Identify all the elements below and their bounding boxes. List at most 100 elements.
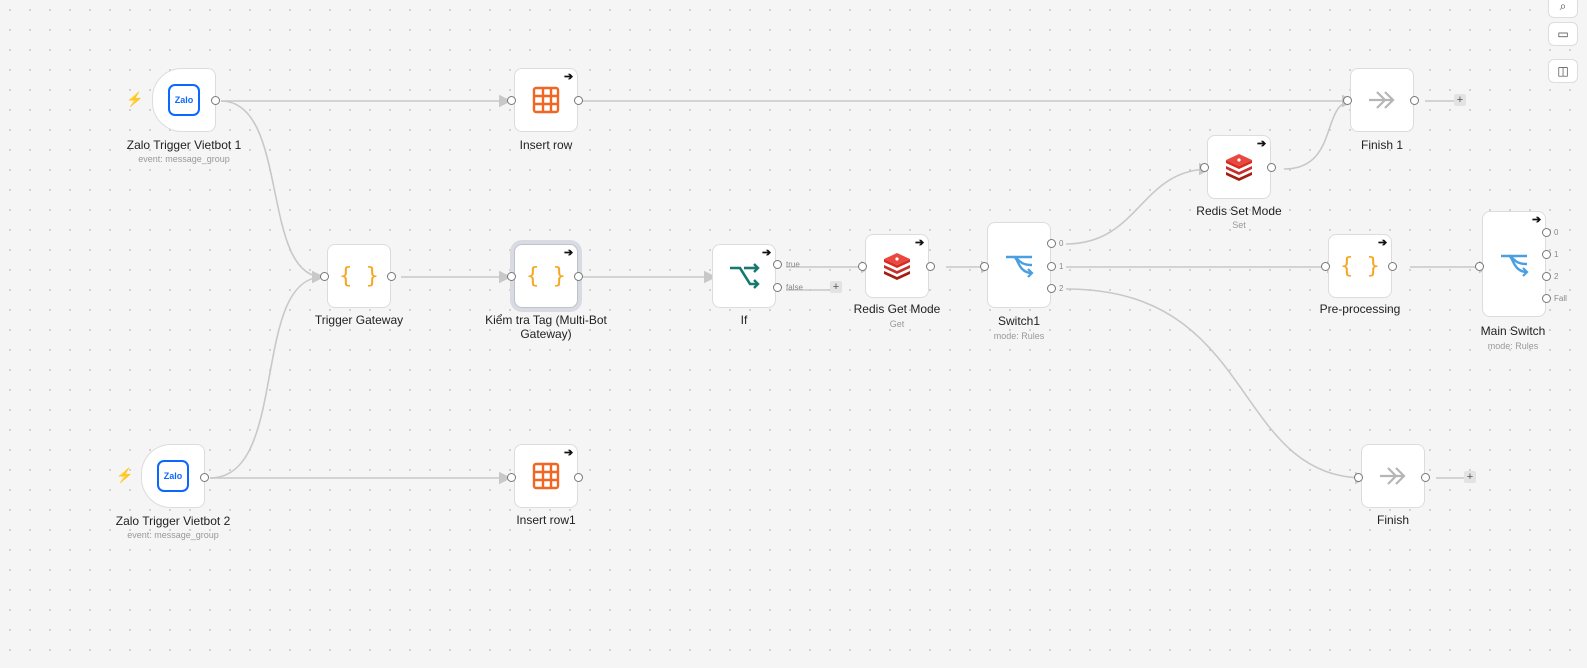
table-icon: [532, 86, 560, 114]
input-handle[interactable]: [507, 473, 516, 482]
output-handle-fallback[interactable]: [1542, 294, 1551, 303]
output-handle-1[interactable]: [1047, 262, 1056, 271]
edge: [220, 100, 325, 284]
output-label-2: 2: [1554, 272, 1559, 281]
output-label-2: 2: [1059, 284, 1064, 293]
add-node-button[interactable]: +: [1464, 471, 1476, 483]
search-button[interactable]: ⌕: [1548, 0, 1578, 18]
switch-icon: [1501, 254, 1529, 277]
output-handle[interactable]: [387, 272, 396, 281]
switch-icon: [1006, 255, 1034, 278]
output-handle[interactable]: [574, 96, 583, 105]
code-braces-icon: { }: [526, 263, 566, 289]
node-finish-1[interactable]: [1350, 68, 1414, 132]
input-handle[interactable]: [1200, 163, 1209, 172]
node-label: Kiểm tra Tag (Multi-Bot Gateway): [485, 313, 607, 341]
output-handle-false[interactable]: [773, 283, 782, 292]
node-label: Trigger Gateway: [314, 313, 404, 327]
input-handle[interactable]: [858, 262, 867, 271]
output-handle[interactable]: [211, 96, 220, 105]
input-handle[interactable]: [507, 96, 516, 105]
output-handle[interactable]: [200, 473, 209, 482]
redis-icon: [1226, 154, 1252, 181]
sticky-note-button[interactable]: ▭: [1548, 22, 1578, 46]
node-subtitle: Set: [1232, 220, 1246, 230]
node-insert-row[interactable]: [514, 68, 578, 132]
exec-arrow-icon: ➔: [564, 71, 574, 83]
input-handle[interactable]: [1343, 96, 1352, 105]
add-node-button[interactable]: +: [1454, 94, 1466, 106]
input-handle[interactable]: [320, 272, 329, 281]
edge: [209, 270, 325, 479]
input-handle[interactable]: [507, 272, 516, 281]
output-label-false: false: [786, 283, 803, 292]
node-kiem-tra-tag[interactable]: { }: [514, 244, 578, 308]
panel-toggle-button[interactable]: ◫: [1548, 59, 1578, 83]
node-label: Redis Get Mode: [853, 302, 941, 316]
zalo-icon: Zalo: [168, 84, 200, 116]
node-trigger-gateway[interactable]: { }: [327, 244, 391, 308]
table-icon: [532, 462, 560, 490]
output-handle[interactable]: [1388, 262, 1397, 271]
output-label-0: 0: [1059, 239, 1064, 248]
node-subtitle: event: message_group: [138, 154, 230, 164]
node-zalo-trigger-1[interactable]: Zalo: [152, 68, 216, 132]
search-icon: ⌕: [1559, 0, 1567, 13]
output-handle[interactable]: [1421, 473, 1430, 482]
output-handle[interactable]: [1410, 96, 1419, 105]
output-label-fallback: Fall: [1554, 294, 1567, 303]
exec-arrow-icon: ➔: [762, 247, 772, 259]
output-handle-0[interactable]: [1047, 239, 1056, 248]
sticky-note-icon: ▭: [1557, 27, 1569, 41]
node-zalo-trigger-2[interactable]: Zalo: [141, 444, 205, 508]
output-handle-0[interactable]: [1542, 228, 1551, 237]
output-handle-2[interactable]: [1542, 272, 1551, 281]
node-pre-processing[interactable]: { }: [1328, 234, 1392, 298]
node-subtitle: mode: Rules: [1487, 341, 1539, 351]
node-label: Finish 1: [1360, 138, 1404, 152]
node-if[interactable]: [712, 244, 776, 308]
output-handle[interactable]: [926, 262, 935, 271]
node-finish[interactable]: [1361, 444, 1425, 508]
output-handle[interactable]: [574, 272, 583, 281]
node-label: Insert row1: [516, 513, 576, 527]
zalo-icon: Zalo: [157, 460, 189, 492]
zalo-logo-text: Zalo: [163, 471, 183, 481]
trigger-bolt-icon: ⚡: [116, 467, 134, 483]
input-handle[interactable]: [1321, 262, 1330, 271]
exec-arrow-icon: ➔: [1532, 214, 1542, 226]
no-op-icon: [1369, 91, 1395, 109]
node-switch1[interactable]: [987, 222, 1051, 308]
redis-icon: [884, 253, 910, 280]
input-handle[interactable]: [980, 262, 989, 271]
node-label: Main Switch: [1480, 324, 1546, 338]
node-label: Zalo Trigger Vietbot 2: [115, 514, 231, 528]
panel-icon: ◫: [1557, 64, 1569, 78]
exec-arrow-icon: ➔: [1257, 138, 1267, 150]
output-handle[interactable]: [574, 473, 583, 482]
node-label: Zalo Trigger Vietbot 1: [126, 138, 242, 152]
trigger-bolt-icon: ⚡: [126, 91, 144, 107]
edge: [1065, 288, 1368, 485]
node-label: Finish: [1376, 513, 1409, 527]
output-label-0: 0: [1554, 228, 1559, 237]
exec-arrow-icon: ➔: [564, 247, 574, 259]
output-handle[interactable]: [1267, 163, 1276, 172]
output-handle-2[interactable]: [1047, 284, 1056, 293]
node-subtitle: event: message_group: [127, 530, 219, 540]
edge: [1065, 162, 1212, 245]
output-label-1: 1: [1554, 250, 1559, 259]
node-label: Redis Set Mode: [1196, 204, 1282, 218]
output-label-true: true: [786, 260, 800, 269]
input-handle[interactable]: [1475, 262, 1484, 271]
output-label-1: 1: [1059, 262, 1064, 271]
zalo-logo-text: Zalo: [174, 95, 194, 105]
output-handle-1[interactable]: [1542, 250, 1551, 259]
node-main-switch[interactable]: [1482, 211, 1546, 317]
input-handle[interactable]: [1354, 473, 1363, 482]
node-subtitle: mode: Rules: [993, 331, 1045, 341]
no-op-icon: [1380, 467, 1406, 485]
output-handle-true[interactable]: [773, 260, 782, 269]
add-node-button[interactable]: +: [830, 281, 842, 293]
